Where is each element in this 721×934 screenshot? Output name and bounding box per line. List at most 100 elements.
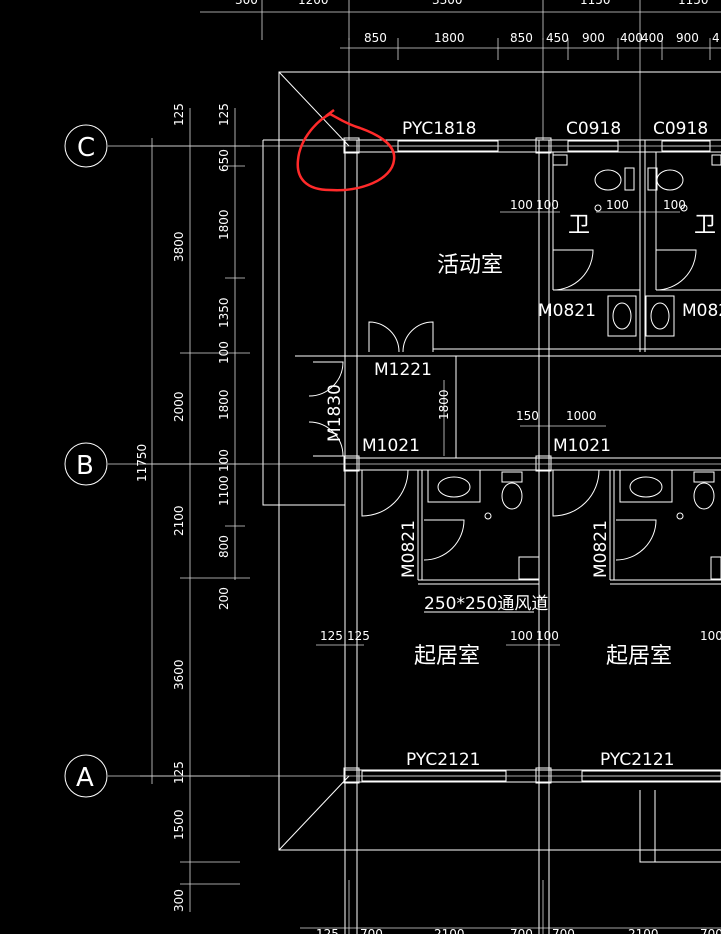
axis-bubble-b [64, 442, 108, 486]
column-c1 [343, 137, 360, 154]
interior-dim-t1: 100 [510, 198, 533, 212]
axis-label-c: C [77, 133, 95, 163]
axis-label-a: A [76, 763, 94, 793]
top-dim-2: 1800 [434, 31, 465, 45]
interior-dim-b5: 100 [700, 629, 721, 643]
toilet-tank-2 [693, 471, 715, 483]
bottom-dim-2: 700 [360, 927, 383, 934]
left-top-125: 125 [172, 103, 186, 126]
bottom-dim-5: 700 [552, 927, 575, 934]
top-dim-3: 850 [510, 31, 533, 45]
washbasin-2 [619, 469, 673, 503]
interior-dimensions: 100 100 100 100 1800 150 1000 125 125 10… [316, 198, 721, 646]
window-label-c0918-2: C0918 [653, 119, 708, 139]
interior-dim-b4: 100 [536, 629, 559, 643]
room-label-toilet-1: 卫 [568, 213, 590, 238]
left-inner-1100: 1100 [217, 475, 231, 506]
window-label-pyc2121-2: PYC2121 [600, 750, 674, 770]
top-cut-dim-1: 300 [235, 0, 258, 7]
left-inner-100-2: 100 [217, 449, 231, 472]
top-cut-dim-4: 1150 [580, 0, 611, 7]
door-label-m1830: M1830 [325, 384, 345, 442]
roof-outline [262, 71, 721, 851]
doors: M1221 M1830 M1021 M1021 M0821 M082 M0821… [308, 249, 721, 578]
toilet-bowl-4 [656, 169, 684, 191]
interior-dim-b2: 125 [347, 629, 370, 643]
door-label-m1021-2: M1021 [553, 436, 611, 456]
door-label-m1221: M1221 [374, 360, 432, 380]
toilet-bowl-2 [693, 482, 715, 510]
axis-bubble-a [64, 754, 108, 798]
interior-dim-b1: 125 [320, 629, 343, 643]
window-label-pyc1818: PYC1818 [402, 119, 476, 139]
door-label-m0821-1: M0821 [538, 301, 596, 321]
top-dim-7: 400 [641, 31, 664, 45]
left-inner-800: 800 [217, 535, 231, 558]
bottom-dimensions: 125 700 2100 700 700 2100 700 [300, 880, 721, 934]
left-inner-1800-2: 1800 [217, 389, 231, 420]
door-label-m0821-3: M0821 [591, 520, 611, 578]
window-label-c0918-1: C0918 [566, 119, 621, 139]
top-cut-dim-2: 1200 [298, 0, 329, 7]
interior-dim-c2: 150 [516, 409, 539, 423]
column-c2 [535, 137, 552, 154]
left-inner-100-1: 100 [217, 341, 231, 364]
top-dim-4: 450 [546, 31, 569, 45]
left-inner-1350: 1350 [217, 297, 231, 328]
interior-dim-t4: 100 [663, 198, 686, 212]
door-label-m1021-1: M1021 [362, 436, 420, 456]
room-label-activity: 活动室 [437, 253, 503, 278]
top-dim-5: 900 [582, 31, 605, 45]
door-label-m0821-2: M0821 [399, 520, 419, 578]
left-inner-1800: 1800 [217, 209, 231, 240]
axis-label-b: B [76, 451, 94, 481]
top-dimension-chain: 850 1800 850 450 900 400 400 900 4 [340, 31, 721, 140]
toilet-bowl-3 [594, 169, 622, 191]
top-cut-dimension-row: 300 1200 3300 1150 1150 [200, 0, 721, 40]
left-inner-650: 650 [217, 149, 231, 172]
column-a1 [343, 767, 360, 784]
left-outer-300: 300 [172, 889, 186, 912]
left-inner-125-2: 125 [172, 761, 186, 784]
axis-bubble-c [64, 124, 108, 168]
left-outer-2000: 2000 [172, 391, 186, 422]
column-a2 [535, 767, 552, 784]
top-cut-dim-3: 3300 [432, 0, 463, 7]
column-b2 [535, 455, 552, 472]
left-total-11750: 11750 [135, 444, 149, 482]
washbasin-4 [645, 295, 675, 337]
bottom-dim-1: 125 [316, 927, 339, 934]
washbasin-1 [427, 469, 481, 503]
door-label-m082: M082 [682, 301, 721, 321]
left-outer-1500: 1500 [172, 809, 186, 840]
interior-dim-b3: 100 [510, 629, 533, 643]
room-label-bedroom-1: 起居室 [414, 644, 480, 669]
interior-dim-c1: 1800 [437, 389, 451, 420]
top-dim-6: 400 [620, 31, 643, 45]
column-b1 [343, 455, 360, 472]
left-outer-3800: 3800 [172, 231, 186, 262]
top-dim-1: 850 [364, 31, 387, 45]
toilet-tank-1 [501, 471, 523, 483]
interior-dim-t2: 100 [536, 198, 559, 212]
bottom-dim-3: 2100 [434, 927, 465, 934]
vent-shaft-label: 250*250通风道 [424, 594, 548, 614]
room-label-toilet-2: 卫 [694, 213, 716, 238]
toilet-bowl-1 [501, 482, 523, 510]
interior-dim-t3: 100 [606, 198, 629, 212]
red-markup-tick [325, 109, 335, 117]
left-outer-2100: 2100 [172, 505, 186, 536]
washbasin-3 [607, 295, 637, 337]
bottom-dim-4: 700 [510, 927, 533, 934]
bottom-dim-7: 700 [700, 927, 721, 934]
bottom-dim-6: 2100 [628, 927, 659, 934]
top-dim-8: 900 [676, 31, 699, 45]
top-cut-dim-5: 1150 [678, 0, 709, 7]
red-markup-circle [296, 112, 396, 192]
left-outer-3600: 3600 [172, 659, 186, 690]
room-label-bedroom-2: 起居室 [606, 644, 672, 669]
left-dimensions: 11750 3800 2000 2100 3600 1500 300 125 1… [135, 103, 250, 912]
left-inner-125: 125 [217, 103, 231, 126]
interior-dim-c3: 1000 [566, 409, 597, 423]
